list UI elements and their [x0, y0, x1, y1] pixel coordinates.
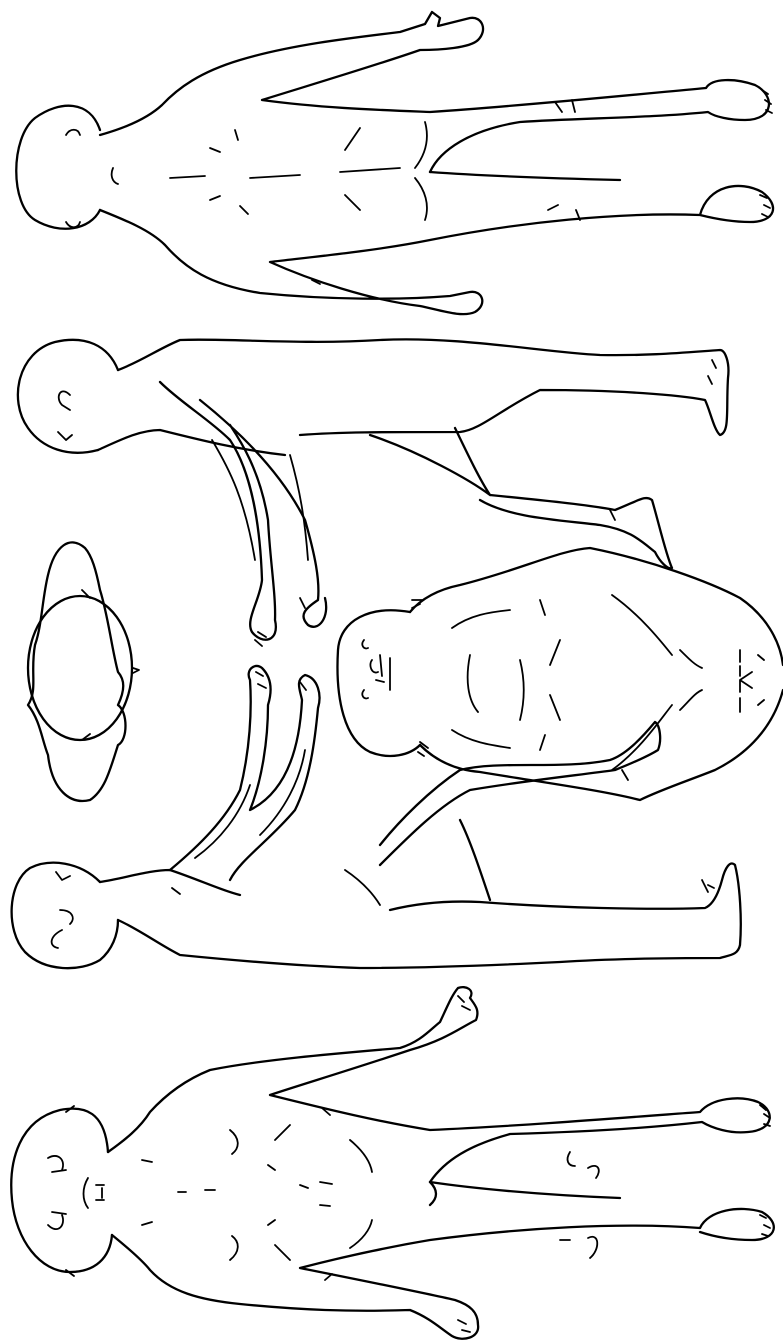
upper-body-outline: [100, 12, 769, 172]
figure-posterior-view: [16, 12, 773, 314]
ear-mark-lower: [66, 222, 80, 227]
face-features: [362, 640, 390, 698]
scapula-mark-upper: [210, 130, 238, 152]
ear-mark: [59, 391, 70, 410]
ear-marks: [82, 590, 90, 740]
head-outline: [18, 340, 118, 453]
upper-body-outline: [108, 987, 770, 1182]
head-outline: [16, 106, 100, 229]
buttock-line-upper: [345, 122, 427, 168]
spine-line: [170, 168, 400, 178]
chest-lines: [452, 600, 560, 750]
face-outline: [337, 610, 420, 756]
face-marks: [52, 872, 73, 948]
leg-forward-outline: [370, 428, 672, 568]
shoulder-outline: [28, 542, 126, 801]
back-outline: [118, 863, 741, 968]
toe-marks-upper: [762, 90, 772, 113]
torso-outline-upper: [410, 548, 783, 665]
small-mark: [112, 168, 320, 284]
figure-anterior-view: [11, 987, 774, 1339]
head-outline: [11, 1109, 112, 1272]
inner-thigh-line: [430, 1182, 620, 1205]
thigh-lines: [612, 595, 702, 770]
neck-marks: [412, 600, 428, 756]
figure-superior-head-view: [28, 542, 139, 801]
knee-marks: [560, 1152, 599, 1258]
knee-marks: [548, 100, 580, 220]
buttock-line-lower: [345, 178, 427, 220]
figure-perineal-view: [337, 548, 783, 800]
nose-mouth-marks: [58, 432, 72, 440]
hand-marks: [256, 672, 714, 892]
chest-marks: [142, 1125, 290, 1260]
nose-mark: [133, 668, 139, 673]
inner-thigh-line: [430, 172, 620, 180]
figure-left-lateral-view: [18, 339, 729, 646]
front-outline: [100, 870, 240, 895]
perineum-marks: [740, 650, 764, 712]
lower-body-outline: [100, 186, 773, 314]
back-outline: [118, 339, 728, 435]
ear-marks: [66, 1106, 74, 1276]
ear-mark-upper: [66, 130, 80, 135]
scapula-mark-lower: [210, 196, 248, 214]
arm-outline: [170, 666, 319, 880]
face-features: [48, 1156, 104, 1229]
hand-marks: [458, 996, 470, 1332]
leg-forward-outline: [380, 722, 660, 900]
lower-body-outline: [112, 1209, 774, 1339]
hip-marks: [345, 870, 380, 905]
